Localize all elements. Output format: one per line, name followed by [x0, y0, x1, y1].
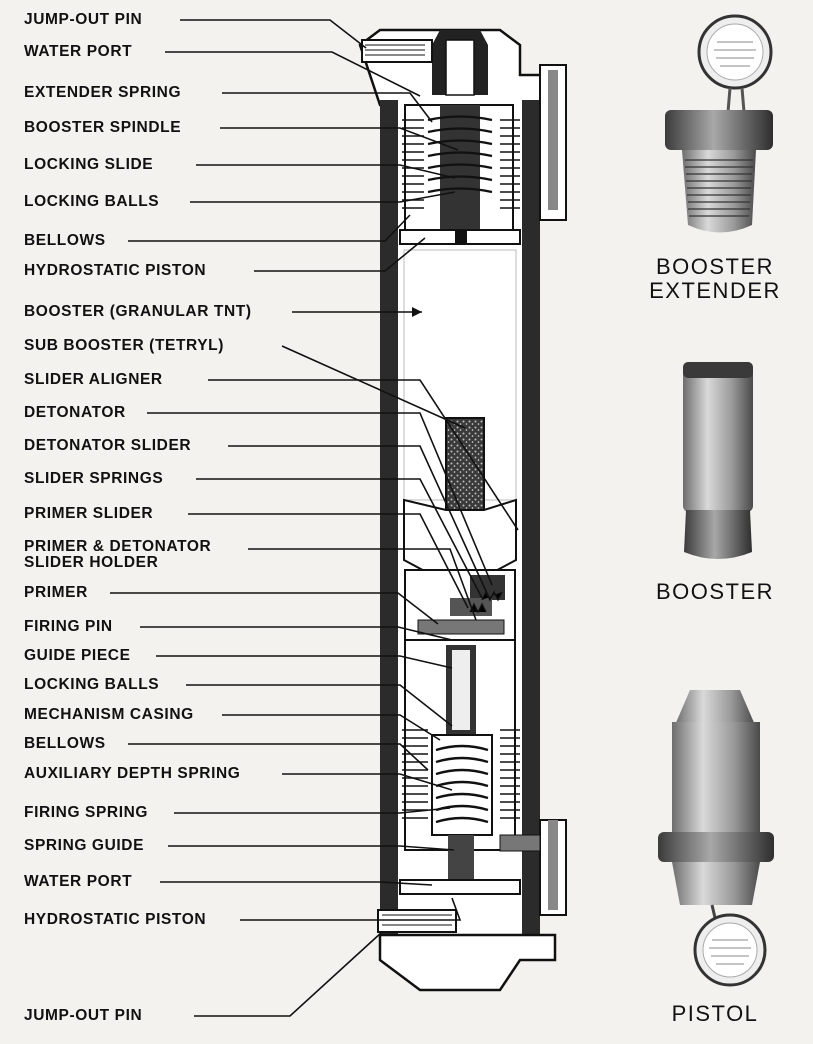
- label-locking-balls-bottom: LOCKING BALLS: [24, 676, 160, 693]
- booster-extender-image: [665, 14, 773, 233]
- label-primer-slider: PRIMER SLIDER: [24, 505, 154, 522]
- caption-booster-extender: BOOSTER EXTENDER: [640, 255, 790, 303]
- caption-booster-extender-line2: EXTENDER: [649, 278, 781, 303]
- label-firing-spring: FIRING SPRING: [24, 804, 149, 821]
- label-spring-guide: SPRING GUIDE: [24, 837, 145, 854]
- label-primer: PRIMER: [24, 584, 88, 601]
- label-sub-booster-tetryl: SUB BOOSTER (TETRYL): [24, 337, 225, 354]
- label-slider-holder-line2: SLIDER HOLDER: [24, 554, 159, 571]
- caption-pistol: PISTOL: [671, 1001, 759, 1026]
- label-primer-detonator-slider-holder: PRIMER & DETONATOR SLIDER HOLDER: [24, 539, 211, 571]
- label-booster-granular-tnt: BOOSTER (GRANULAR TNT): [24, 303, 252, 320]
- label-jump-out-pin-top: JUMP-OUT PIN: [24, 11, 143, 28]
- label-detonator-slider: DETONATOR SLIDER: [24, 437, 192, 454]
- label-firing-pin: FIRING PIN: [24, 618, 113, 635]
- label-bellows-top: BELLOWS: [24, 232, 106, 249]
- label-mechanism-casing: MECHANISM CASING: [24, 706, 194, 723]
- label-booster-spindle: BOOSTER SPINDLE: [24, 119, 182, 136]
- label-extender-spring: EXTENDER SPRING: [24, 84, 182, 101]
- label-auxiliary-depth-spring: AUXILIARY DEPTH SPRING: [24, 765, 241, 782]
- label-locking-balls-top: LOCKING BALLS: [24, 193, 160, 210]
- label-primer-detonator-line1: PRIMER & DETONATOR: [24, 538, 212, 555]
- label-hydrostatic-piston-bottom: HYDROSTATIC PISTON: [24, 911, 207, 928]
- leader-arrowheads: [412, 307, 422, 317]
- label-slider-springs: SLIDER SPRINGS: [24, 470, 164, 487]
- label-hydrostatic-piston-top: HYDROSTATIC PISTON: [24, 262, 207, 279]
- label-water-port-top: WATER PORT: [24, 43, 133, 60]
- label-water-port-bottom: WATER PORT: [24, 873, 133, 890]
- label-locking-slide: LOCKING SLIDE: [24, 156, 154, 173]
- pistol-image: [658, 690, 774, 987]
- booster-image: [683, 362, 753, 559]
- label-guide-piece: GUIDE PIECE: [24, 647, 131, 664]
- caption-booster: BOOSTER: [655, 579, 775, 604]
- label-slider-aligner: SLIDER ALIGNER: [24, 371, 163, 388]
- label-bellows-bottom: BELLOWS: [24, 735, 106, 752]
- leader-lines: [110, 19, 519, 1017]
- label-detonator: DETONATOR: [24, 404, 126, 421]
- label-jump-out-pin-bottom: JUMP-OUT PIN: [24, 1007, 143, 1024]
- caption-booster-extender-line1: BOOSTER: [655, 254, 775, 279]
